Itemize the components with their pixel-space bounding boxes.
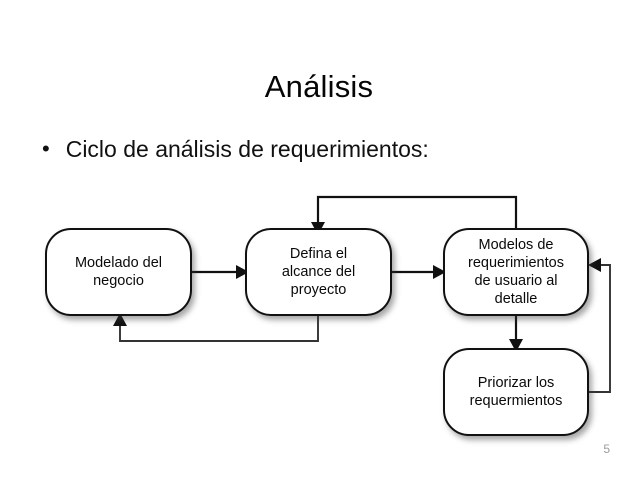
- page-number: 5: [603, 442, 610, 456]
- node-label: Modelos de requerimientos de usuario al …: [468, 237, 564, 307]
- bullet-text: Ciclo de análisis de requerimientos:: [65, 136, 429, 162]
- bullet-marker-icon: •: [42, 136, 50, 161]
- process-node-defina-el-alcance-del-proyecto[interactable]: Defina el alcance del proyecto: [245, 228, 392, 316]
- process-node-modelado-del-negocio[interactable]: Modelado del negocio: [45, 228, 192, 316]
- edge-alcance-to-modelado-feedback: [113, 313, 319, 342]
- bullet-list-item: • Ciclo de análisis de requerimientos:: [42, 134, 602, 164]
- node-label: Modelado del negocio: [74, 255, 163, 289]
- page-title: Análisis: [264, 69, 374, 104]
- node-label: Priorizar los requermientos: [469, 375, 563, 409]
- edge-modelos-to-priorizar: [509, 316, 523, 352]
- edge-alcance-to-modelos: [392, 265, 446, 279]
- edge-modelado-to-alcance: [192, 265, 249, 279]
- process-node-priorizar-los-requerimientos[interactable]: Priorizar los requermientos: [443, 348, 589, 436]
- edge-priorizar-to-modelos-feedback: [588, 258, 611, 393]
- node-label: Defina el alcance del proyecto: [281, 246, 356, 298]
- process-node-modelos-de-requerimientos[interactable]: Modelos de requerimientos de usuario al …: [443, 228, 589, 316]
